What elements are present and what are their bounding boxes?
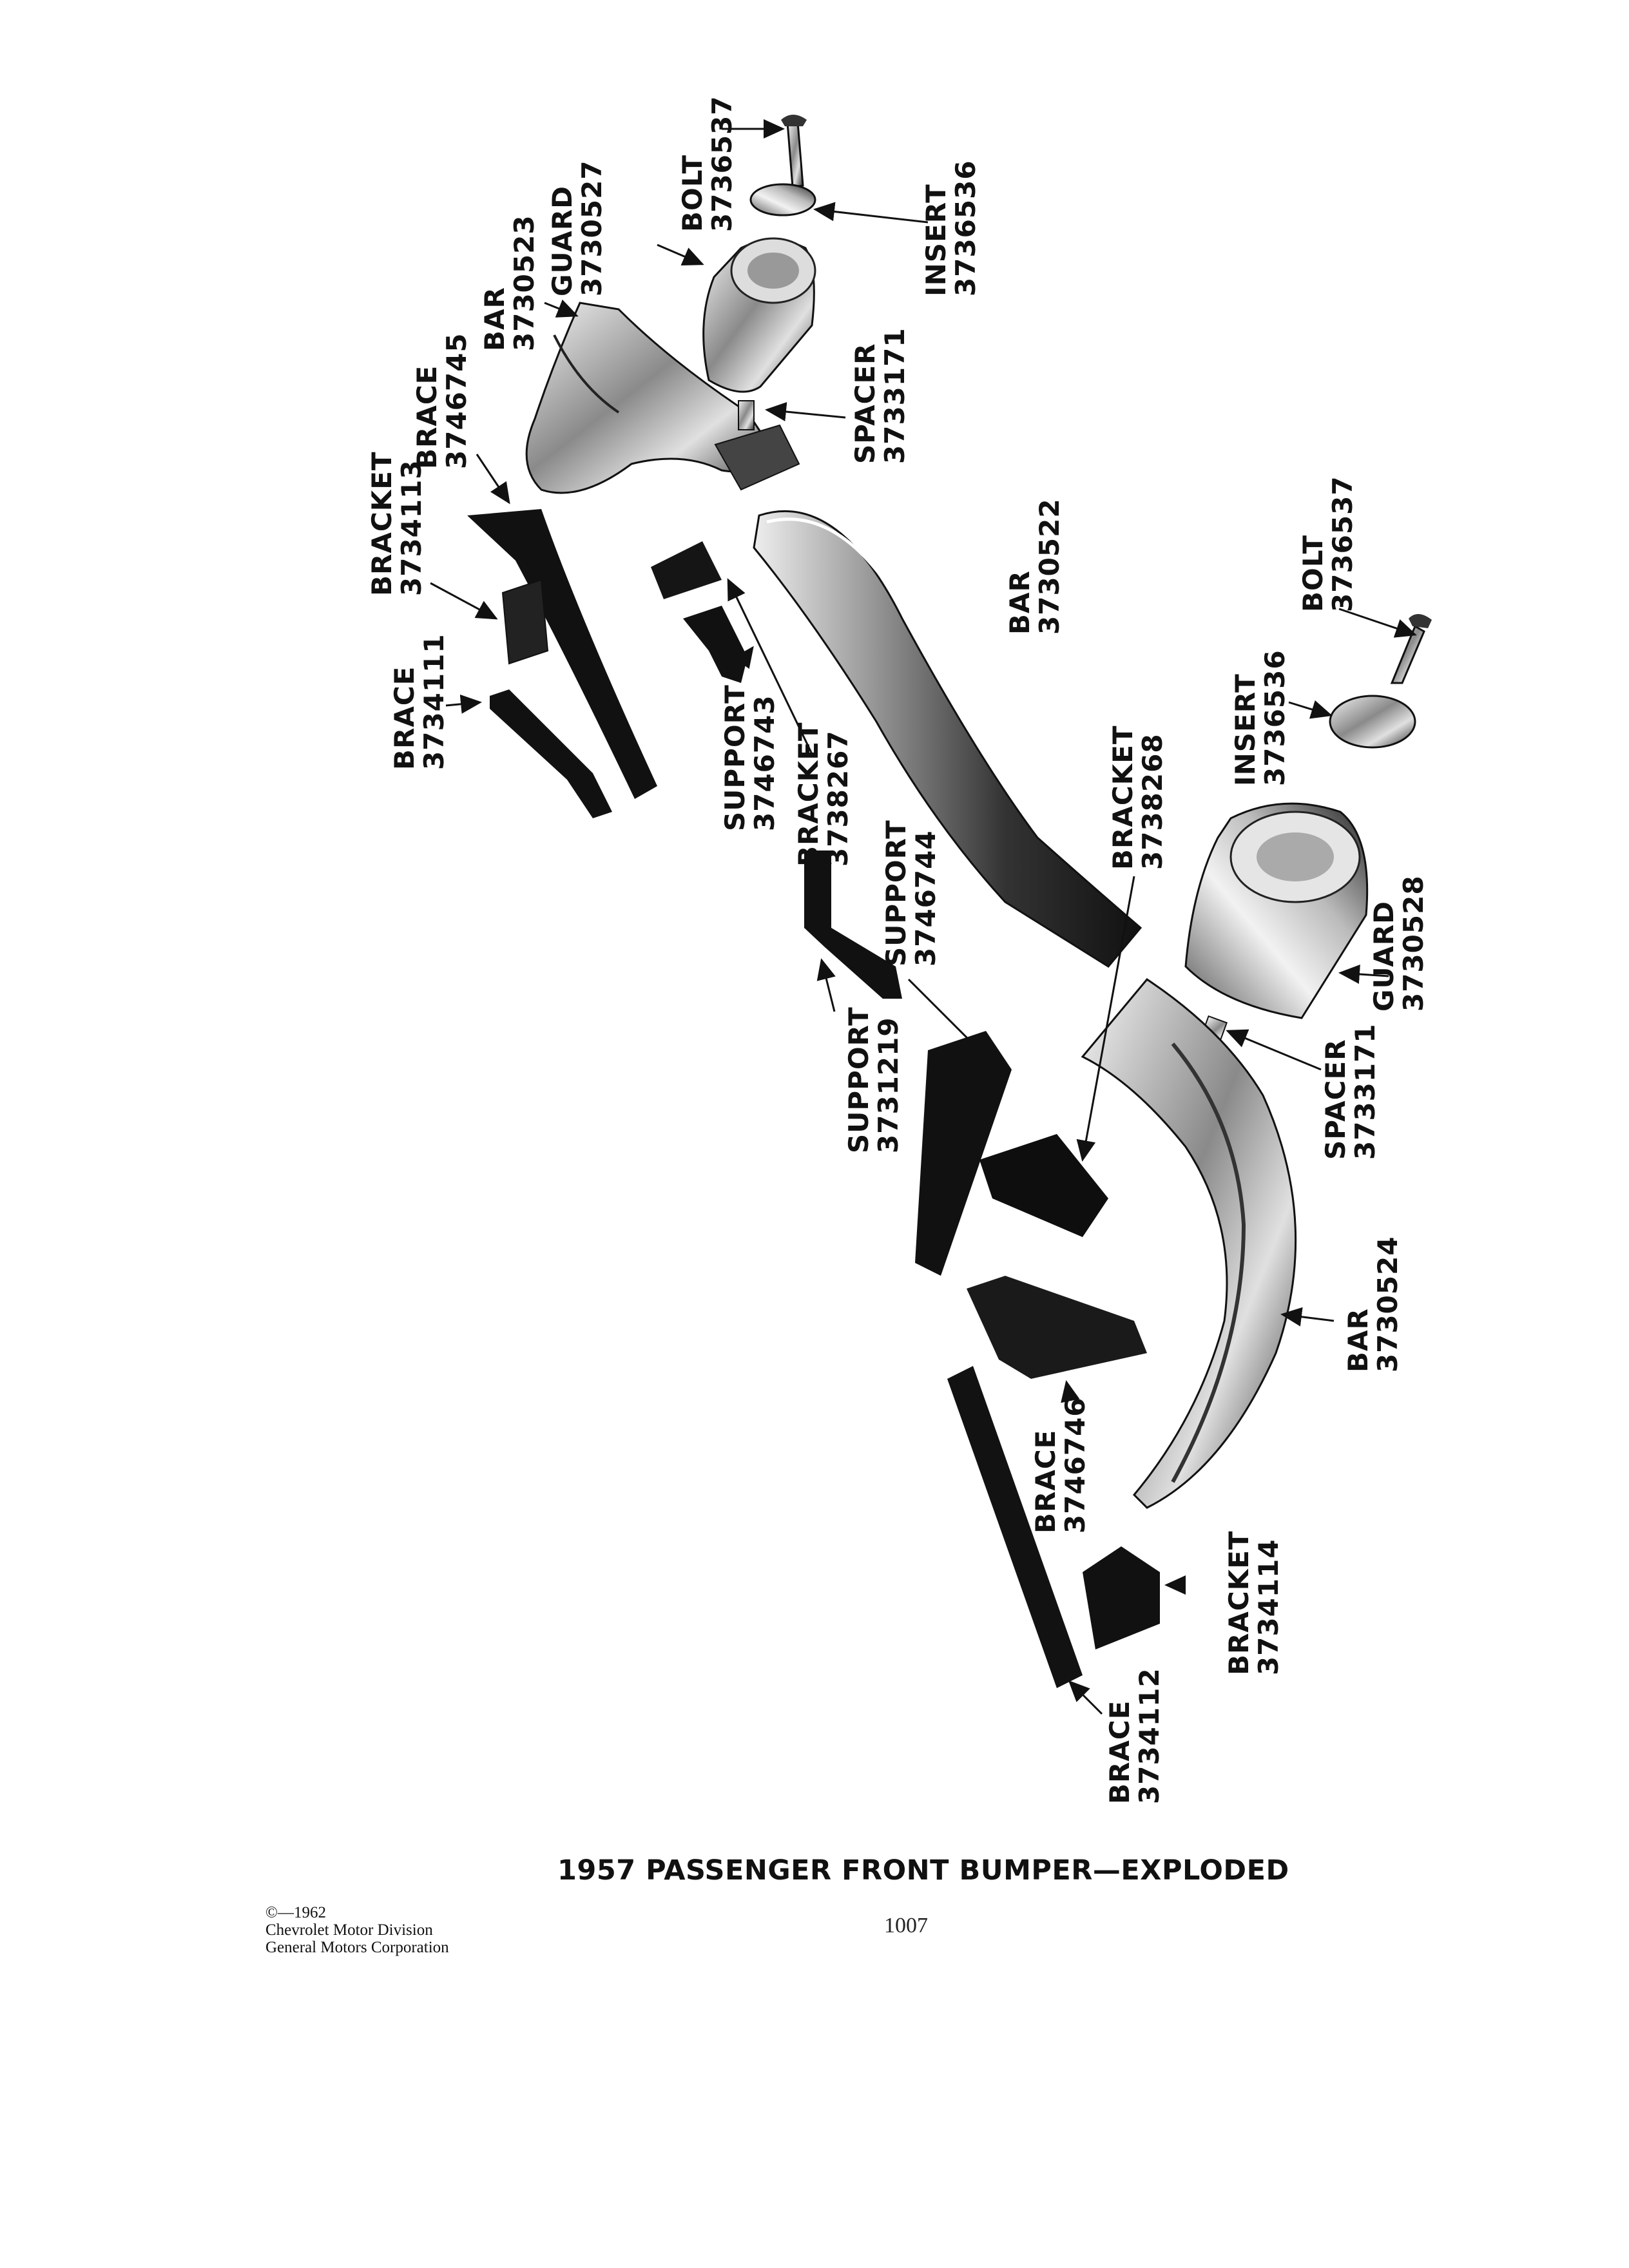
bar-center-part [753, 510, 1142, 968]
guard-top-part [702, 237, 816, 393]
brace-3734112-part [947, 1366, 1083, 1688]
support-3746743-part [683, 606, 747, 683]
bolt-top-part [781, 115, 807, 188]
bracket-3734114-part [1083, 1546, 1160, 1649]
leader-lines [430, 119, 1417, 1715]
bolt-right-part [1390, 613, 1432, 684]
insert-top-part [749, 183, 816, 216]
bracket-3738267-part [651, 541, 722, 599]
page-number: 1007 [884, 1914, 928, 1937]
support-3731219-part [804, 850, 902, 999]
insert-right-part [1329, 695, 1416, 749]
brace-3734111-part [490, 689, 612, 818]
bracket-3734113-part [501, 579, 549, 665]
bar-right-part [1081, 978, 1297, 1509]
copyright-line-3: General Motors Corporation [265, 1939, 449, 1956]
brace-3746745-part [467, 509, 657, 799]
copyright-line-1: ©—1962 [265, 1904, 326, 1921]
brace-3746746-part [967, 1276, 1147, 1379]
support-3746744-part [915, 1031, 1012, 1276]
copyright-notice: ©—1962 Chevrolet Motor Division General … [265, 1904, 449, 1956]
bar-left-part [525, 302, 775, 494]
diagram-title: 1957 PASSENGER FRONT BUMPER—EXPLODED [557, 1854, 1289, 1887]
guard-right-part [1184, 802, 1369, 1019]
bracket-3738268-part [979, 1134, 1108, 1237]
copyright-line-2: Chevrolet Motor Division [265, 1921, 433, 1939]
spacer-top-part [714, 400, 800, 491]
